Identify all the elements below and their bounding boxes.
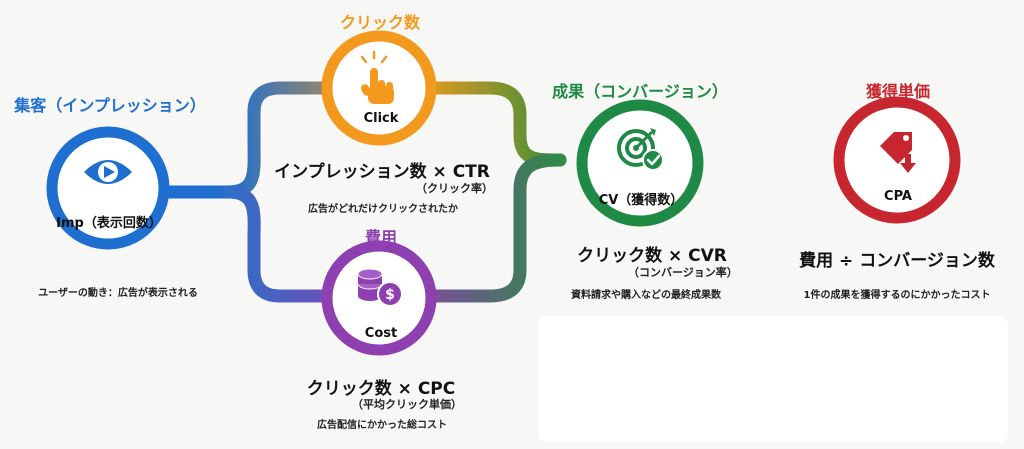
target-check-icon [617,128,664,171]
cost-stage-title: 費用 [364,228,398,247]
cv-formula-sub: （コンバージョン率） [628,266,738,279]
click-description: 広告がどれだけクリックされたか [308,204,458,215]
imp-node [46,126,170,250]
click-formula-sub: （クリック率） [416,182,493,195]
cost-formula: クリック数 × CPC [306,379,456,399]
cpa-formula: 費用 ÷ コンバージョン数 [799,251,995,271]
eye-play-icon [84,160,132,184]
price-tag-down-icon [880,132,916,173]
click-stage-title: クリック数 [339,13,421,32]
blank-panel [538,316,1008,442]
imp-node-label: Imp（表示回数） [56,216,162,231]
cv-formula: クリック数 × CVR [577,246,727,266]
cost-node-label: Cost [364,326,398,341]
cpa-stage-title: 獲得単価 [865,82,931,101]
click-node-label: Click [363,111,399,126]
cost-node: $ [321,240,437,356]
svg-text:$: $ [385,287,395,303]
cv-node-label: CV（獲得数） [598,193,684,208]
cost-description: 広告配信にかかった総コスト [317,420,447,431]
coins-dollar-icon: $ [357,268,403,307]
cpa-node-label: CPA [884,189,912,204]
imp-stage-title: 集客（インプレッション） [14,96,206,115]
cpa-description: 1件の成果を獲得するのにかかったコスト [803,290,991,301]
pointing-hand-icon [360,50,394,104]
click-node [321,30,437,146]
cv-description: 資料請求や購入などの最終成果数 [571,290,721,301]
cv-node [576,99,704,227]
click-formula: インプレッション数 × CTR [274,162,490,182]
connector-top-branch [221,81,567,199]
cost-formula-sub: （平均クリック単価） [352,398,462,411]
connector-lines [153,81,847,303]
cpa-node [833,96,961,224]
imp-description: ユーザーの動き：広告が表示される [38,288,198,299]
cv-stage-title: 成果（コンバージョン） [552,82,728,101]
